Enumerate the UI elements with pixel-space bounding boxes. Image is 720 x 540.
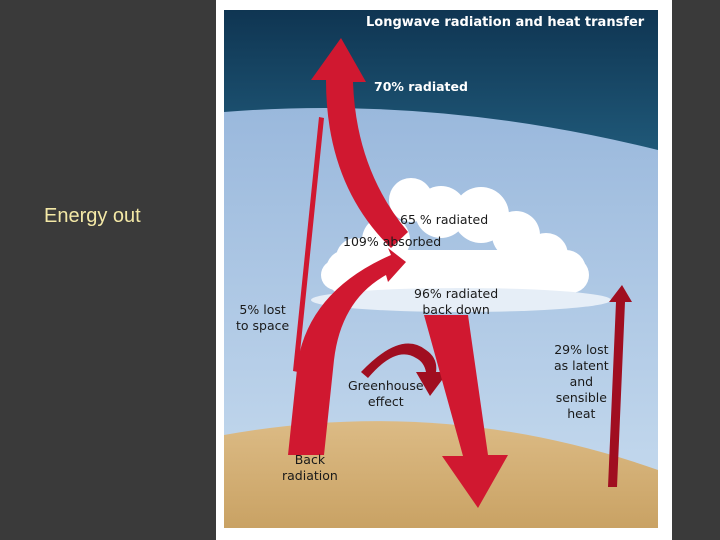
label-70-percent-radiated: 70% radiated [374, 79, 468, 95]
label-5-percent-lost-to-space: 5% lost to space [236, 302, 289, 334]
diagram-heading: Longwave radiation and heat transfer [366, 15, 644, 31]
diagram-panel: Longwave radiation and heat transfer 70%… [216, 0, 672, 540]
slide-title: Energy out [44, 205, 141, 228]
label-96-percent-radiated-back-down: 96% radiated back down [414, 286, 498, 318]
label-back-radiation: Back radiation [282, 452, 338, 484]
label-29-percent-lost: 29% lost as latent and sensible heat [554, 342, 609, 422]
label-65-percent-radiated: 65 % radiated [400, 212, 488, 228]
label-109-percent-absorbed: 109% absorbed [343, 234, 441, 250]
label-greenhouse-effect: Greenhouse effect [348, 378, 424, 410]
